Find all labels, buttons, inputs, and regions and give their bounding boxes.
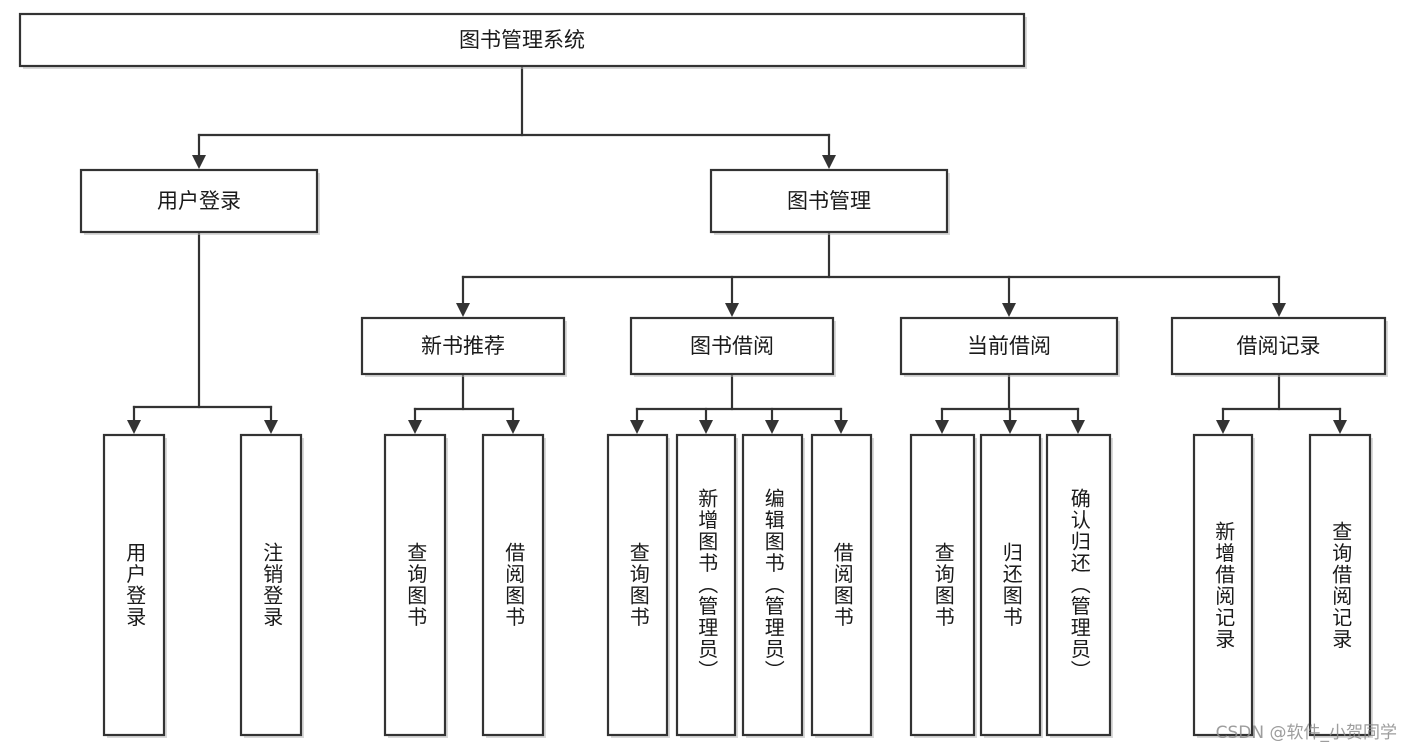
arrow-head-icon xyxy=(935,420,949,434)
node-用户登录-n_user_login[interactable] xyxy=(79,168,319,234)
arrow-head-icon xyxy=(127,420,141,434)
arrow-head-icon xyxy=(408,420,422,434)
node-查询借阅记录-l_query_record[interactable] xyxy=(1308,433,1372,737)
node-查询图书-l_query_book_b[interactable] xyxy=(606,433,669,737)
node-确认归还管理员-l_confirm_return[interactable] xyxy=(1045,433,1112,737)
node-编辑图书管理员-l_edit_book[interactable] xyxy=(741,433,804,737)
arrow-head-icon xyxy=(1333,420,1347,434)
node-借阅图书-l_borrow_book_a[interactable] xyxy=(481,433,545,737)
arrow-head-icon xyxy=(765,420,779,434)
node-label-图书管理: 图书管理 xyxy=(787,189,871,213)
node-label-新书推荐: 新书推荐 xyxy=(421,334,505,358)
node-图书管理-n_book_mgmt[interactable] xyxy=(709,168,949,234)
arrow-head-icon xyxy=(1003,420,1017,434)
connector-layer xyxy=(127,64,1347,434)
node-label-用户登录: 用户登录 xyxy=(157,189,241,213)
node-归还图书-l_return_book[interactable] xyxy=(979,433,1042,737)
node-查询图书-l_query_book_a[interactable] xyxy=(383,433,447,737)
node-注销登录-l_logout[interactable] xyxy=(239,433,303,737)
node-图书管理系统-root[interactable] xyxy=(18,12,1026,68)
arrow-head-icon xyxy=(506,420,520,434)
connector-group-book-mgmt-to-level3 xyxy=(456,230,1286,317)
arrow-head-icon xyxy=(699,420,713,434)
arrow-head-icon xyxy=(630,420,644,434)
arrow-head-icon xyxy=(1216,420,1230,434)
node-新增借阅记录-l_add_record[interactable] xyxy=(1192,433,1254,737)
arrow-head-icon xyxy=(1272,303,1286,317)
node-借阅图书-l_borrow_book_b[interactable] xyxy=(810,433,873,737)
node-label-图书管理系统: 图书管理系统 xyxy=(459,28,585,52)
node-label-图书借阅: 图书借阅 xyxy=(690,334,774,358)
arrow-head-icon xyxy=(1002,303,1016,317)
arrow-head-icon xyxy=(822,155,836,169)
node-box-layer xyxy=(18,12,1387,737)
arrow-head-icon xyxy=(1071,420,1085,434)
node-新书推荐-n_new_rec[interactable] xyxy=(360,316,566,376)
connector-group-record-to-leaves xyxy=(1216,372,1347,434)
connector-group-borrow-to-leaves xyxy=(630,372,848,434)
node-借阅记录-n_record[interactable] xyxy=(1170,316,1387,376)
node-当前借阅-n_current[interactable] xyxy=(899,316,1119,376)
node-新增图书管理员-l_add_book[interactable] xyxy=(675,433,737,737)
node-label-当前借阅: 当前借阅 xyxy=(967,334,1051,358)
arrow-head-icon xyxy=(192,155,206,169)
node-label-借阅记录: 借阅记录 xyxy=(1237,334,1321,358)
connector-group-user-login-to-leaves xyxy=(127,230,278,434)
arrow-head-icon xyxy=(725,303,739,317)
arrow-head-icon xyxy=(456,303,470,317)
arrow-head-icon xyxy=(834,420,848,434)
connector-group-current-to-leaves xyxy=(935,372,1085,434)
connector-group-new-rec-to-leaves xyxy=(408,372,520,434)
arrow-head-icon xyxy=(264,420,278,434)
node-查询图书-l_query_book_c[interactable] xyxy=(909,433,976,737)
connector-group-root-to-level2 xyxy=(192,64,836,169)
node-用户登录-l_user_login[interactable] xyxy=(102,433,166,737)
node-图书借阅-n_borrow[interactable] xyxy=(629,316,835,376)
